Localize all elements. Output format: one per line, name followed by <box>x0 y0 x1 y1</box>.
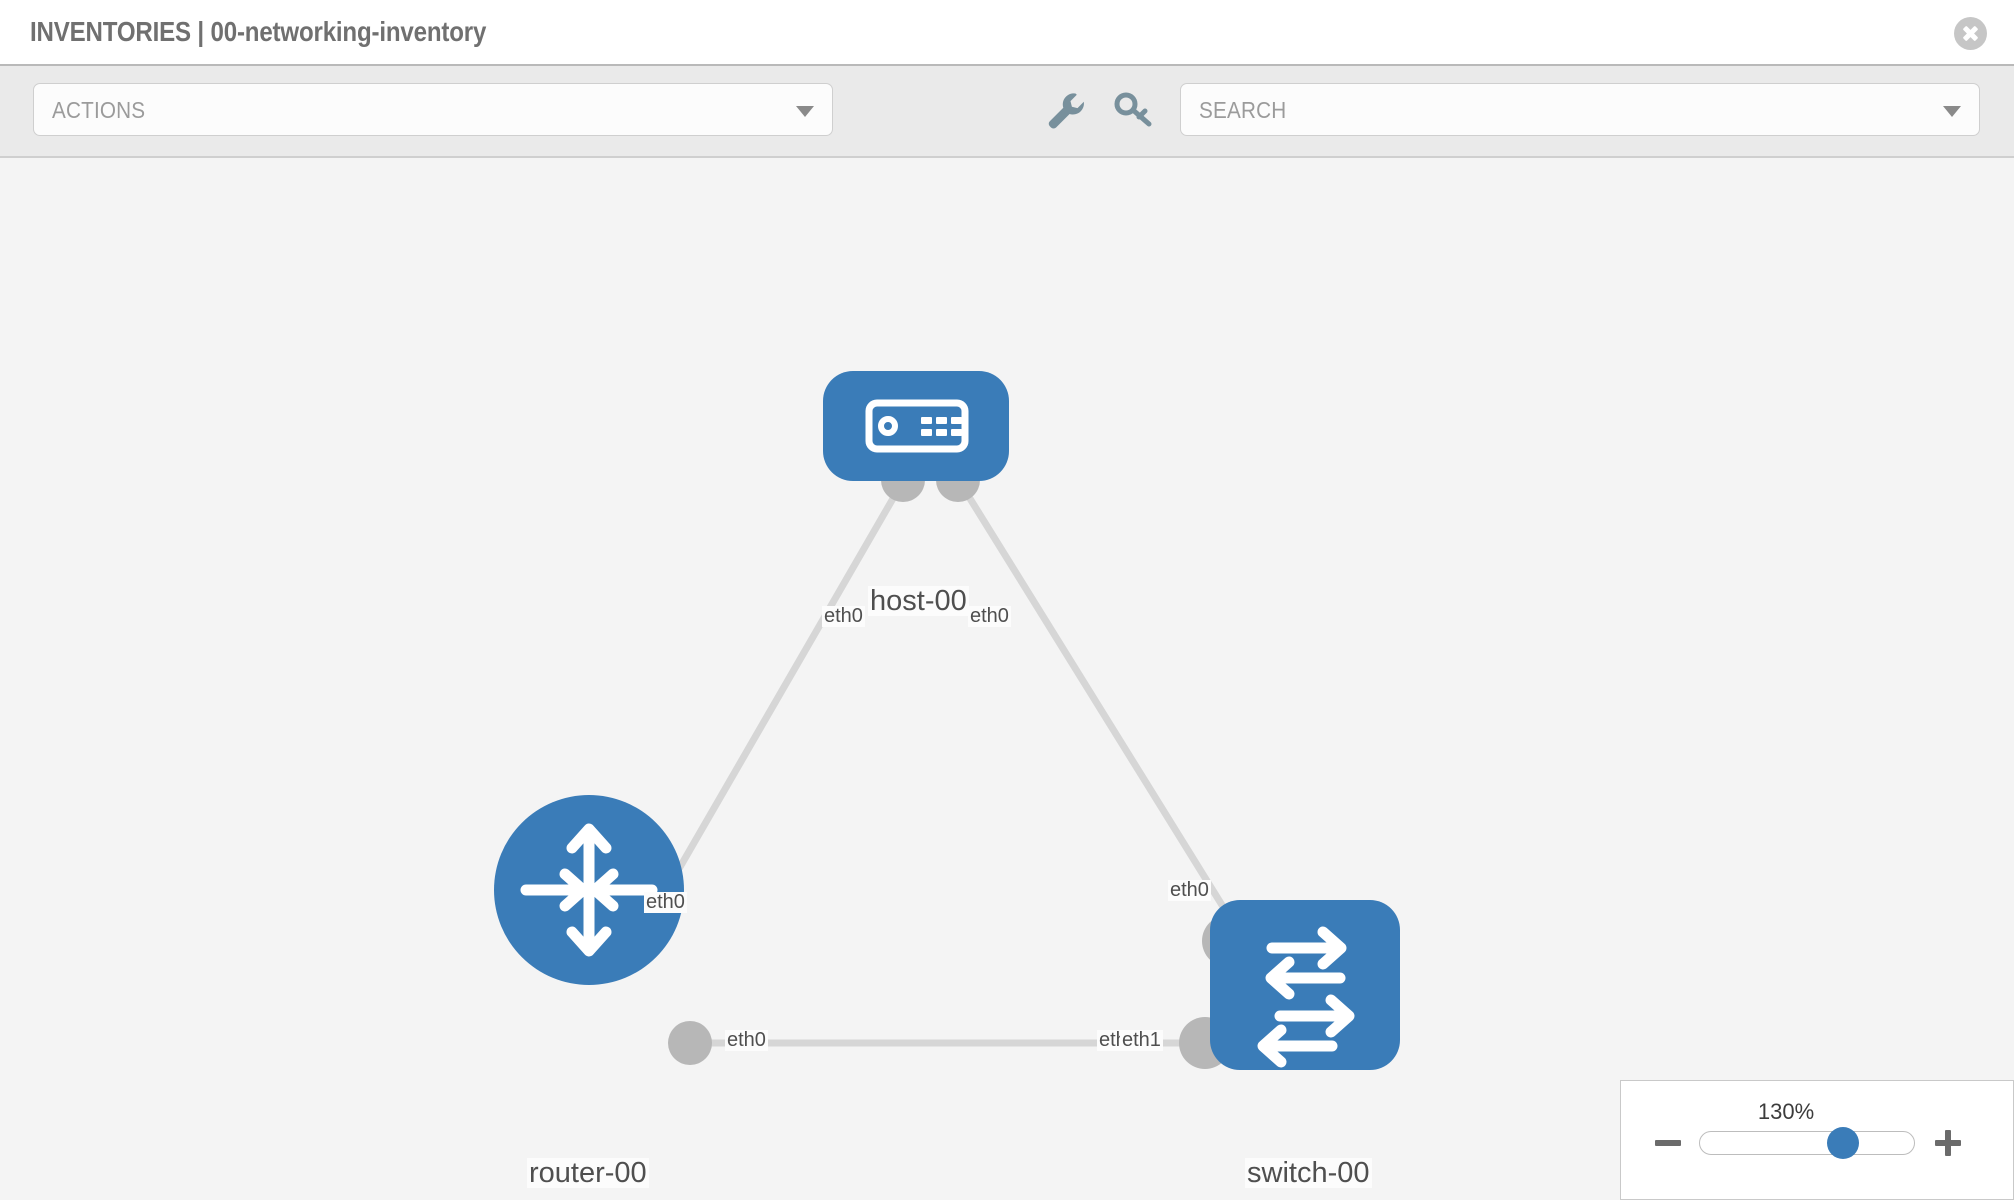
topology-graph <box>494 371 1400 1070</box>
node-label-host-00: host-00 <box>868 585 969 617</box>
actions-dropdown[interactable]: ACTIONS <box>33 83 833 136</box>
double-arrow-switch-icon <box>1257 926 1355 1068</box>
zoom-in-button[interactable] <box>1931 1126 1965 1160</box>
actions-dropdown-label: ACTIONS <box>52 97 146 123</box>
iface-label-router-eth0-uplink: eth0 <box>644 891 687 913</box>
iface-label-host-eth0-left: eth0 <box>822 605 865 627</box>
key-icon[interactable] <box>1105 82 1159 136</box>
link-host-router <box>661 472 910 897</box>
iface-label-host-eth0-right: eth0 <box>968 605 1011 627</box>
zoom-control-panel: 130% <box>1620 1080 2014 1200</box>
close-icon[interactable] <box>1954 17 1987 50</box>
iface-label-switch-eth1-lan: eth1 <box>1120 1029 1163 1051</box>
connector-router-eth0 <box>668 1021 712 1065</box>
node-router-00 <box>494 795 684 985</box>
zoom-out-button[interactable] <box>1651 1126 1685 1160</box>
search-placeholder: SEARCH <box>1199 97 1287 123</box>
minus-icon <box>1655 1140 1681 1146</box>
node-label-router-00: router-00 <box>527 1157 649 1189</box>
iface-label-router-eth0-lan: eth0 <box>725 1029 768 1051</box>
four-arrow-router-icon <box>520 823 658 957</box>
chevron-down-icon <box>1943 106 1961 117</box>
page-header: INVENTORIES | 00-networking-inventory <box>0 0 2014 66</box>
node-switch-00 <box>1210 900 1400 1070</box>
zoom-level-label: 130% <box>1757 1099 1815 1124</box>
zoom-slider[interactable] <box>1699 1127 1915 1159</box>
topology-canvas[interactable]: host-00 router-00 switch-00 eth0 eth0 et… <box>0 158 2014 1200</box>
connector-dots <box>668 458 1254 1069</box>
page-title: INVENTORIES | 00-networking-inventory <box>30 16 487 47</box>
toolbar: ACTIONS SEARCH <box>0 66 2014 158</box>
search-input[interactable]: SEARCH <box>1180 83 1980 136</box>
node-host-00 <box>823 371 1009 481</box>
plus-icon-vertical <box>1945 1130 1951 1156</box>
zoom-slider-thumb[interactable] <box>1827 1127 1860 1159</box>
iface-label-switch-eth0-uplink: eth0 <box>1168 879 1211 901</box>
link-host-switch <box>952 472 1234 922</box>
wrench-icon[interactable] <box>1037 82 1091 136</box>
node-label-switch-00: switch-00 <box>1245 1157 1372 1189</box>
server-device-icon <box>865 399 969 453</box>
chevron-down-icon <box>796 106 814 117</box>
